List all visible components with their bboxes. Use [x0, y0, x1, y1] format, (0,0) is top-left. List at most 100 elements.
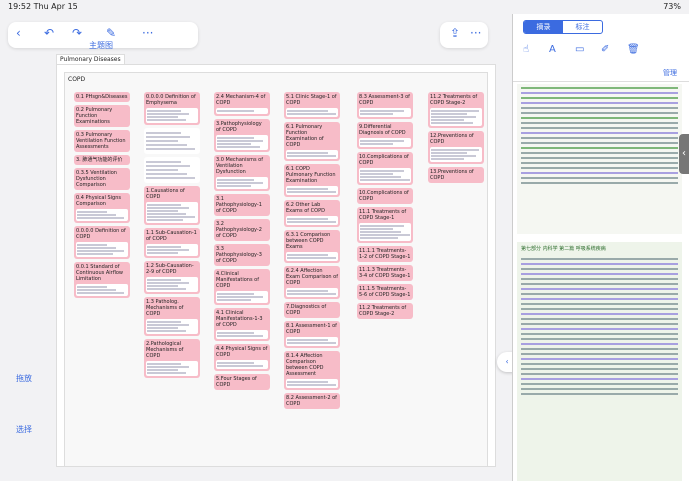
node-text-line [147, 213, 186, 215]
mindmap-node[interactable]: 0.0.0.0 Definition of Emphysema [144, 92, 200, 125]
mindmap-node[interactable]: 0.0.0.0 Definition of COPD [74, 226, 130, 259]
manage-button[interactable]: 管理 [663, 69, 677, 77]
node-title: 11.1.3 Treatments-3-4 of COPD Stage-1 [359, 267, 411, 279]
node-title: 11.1 Treatments of COPD Stage-1 [359, 209, 407, 221]
mindmap-node[interactable]: 0.2 Pulmonary Function Examinations [74, 105, 130, 127]
back-icon[interactable]: ‹ [16, 26, 21, 40]
mindmap-node[interactable] [144, 128, 200, 154]
text-icon[interactable]: A [549, 44, 556, 55]
node-body [146, 244, 198, 256]
mindmap-node[interactable]: 4.1 Clinical Manifestations-1-3 of COPD [214, 308, 270, 341]
mindmap-node[interactable]: 5.1 Clinic Stage-1 of COPD [284, 92, 340, 119]
node-text-line [431, 152, 467, 154]
mindmap-node[interactable]: 6.2 Other Lab Exams of COPD [284, 200, 340, 227]
mindmap-node[interactable]: 11.1 Treatments of COPD Stage-1 [357, 207, 413, 243]
mindmap-node[interactable]: 1.3 Patholog. Mechanisms of COPD [144, 297, 200, 336]
mindmap-node[interactable]: 7.Diagnostics of COPD [284, 302, 340, 318]
mindmap-node[interactable]: 0.0.1 Standard of Continuous Airflow Lim… [74, 262, 130, 298]
mindmap-node[interactable]: 0.1 PHsgn&Diseases [74, 92, 130, 102]
mindmap-node[interactable]: 0.3 Pulmonary Ventilation Function Asses… [74, 130, 130, 152]
node-body [430, 108, 482, 126]
pen-icon[interactable]: ✎ [106, 26, 117, 40]
share-toolbar: ⇪ ··· [440, 22, 488, 48]
mindmap-node[interactable]: 3. 肺通气功能的评价 [74, 155, 130, 165]
node-text-line [287, 384, 336, 386]
root-node[interactable]: COPD [68, 76, 86, 83]
mindmap-node[interactable]: 3.Pathophysiology of COPD [214, 119, 270, 152]
mindmap-node[interactable]: 8.1.4 Affection Comparison between COPD … [284, 351, 340, 390]
mindmap-node[interactable]: 4.Clinical Manifestations of COPD [214, 269, 270, 305]
more-icon-right[interactable]: ··· [470, 26, 482, 40]
mindmap-node[interactable]: 2.4 Mechanism-4 of COPD [214, 92, 270, 116]
mindmap-node[interactable]: 8.2 Assessment-2 of COPD [284, 393, 340, 409]
mindmap-node[interactable]: 3.3 Pathophysiology-3 of COPD [214, 244, 270, 266]
mindmap-node[interactable]: 2.Pathological Mechanisms of COPD [144, 339, 200, 378]
mindmap-node[interactable]: 6.2.4 Affection Exam Comparison of COPD [284, 266, 340, 299]
pdf-page-1[interactable] [517, 84, 682, 234]
node-title: 6.1 COPD Pulmonary Function Examination [286, 166, 336, 184]
more-icon[interactable]: ··· [142, 26, 154, 40]
node-title: 3. 肺通气功能的评价 [76, 157, 123, 163]
mindmap-node[interactable]: 6.1 Pulmonary Function Examination of CO… [284, 122, 340, 161]
mindmap-node[interactable]: 0.3.5 Ventilation Dysfunction Comparison [74, 168, 130, 190]
trash-icon[interactable]: 🗑 [627, 44, 640, 55]
node-body [430, 147, 482, 162]
mindmap-node[interactable]: 3.2 Pathophysiology-2 of COPD [214, 219, 270, 241]
mindmap-node[interactable]: 13.Preventions of COPD [428, 167, 484, 183]
mindmap-column: 5.1 Clinic Stage-1 of COPD 6.1 Pulmonary … [284, 92, 340, 412]
tab-annotation[interactable]: 标注 [575, 23, 590, 31]
collapse-arrow-icon[interactable]: ‹ [679, 134, 689, 174]
select-mode-button[interactable]: 选择 [16, 425, 32, 434]
node-title: 3.Pathophysiology of COPD [216, 121, 262, 133]
mindmap-node[interactable]: 5.Four Stages of COPD [214, 374, 270, 390]
mindmap-node[interactable]: 1.1 Sub-Causation-1 of COPD [144, 228, 200, 258]
node-text-line [431, 155, 476, 157]
node-body [286, 252, 338, 261]
node-text-line [431, 149, 479, 151]
mindmap-node[interactable]: 1.Causations of COPD [144, 186, 200, 225]
mindmap-node[interactable] [144, 157, 200, 183]
topic-map-label[interactable]: 主题图 [89, 41, 113, 50]
mindmap-node[interactable]: 4.4 Physical Signs of COPD [214, 344, 270, 371]
mindmap-node[interactable]: 6.1 COPD Pulmonary Function Examination [284, 164, 340, 197]
mindmap-node[interactable]: 11.1.3 Treatments-3-4 of COPD Stage-1 [357, 265, 413, 281]
node-body [359, 223, 411, 241]
tab-excerpt[interactable]: 摘录 [524, 21, 563, 33]
rect-icon[interactable]: ▭ [575, 44, 585, 55]
mindmap-node[interactable]: 11.1.1 Treatments-1-2 of COPD Stage-1 [357, 246, 413, 262]
mindmap-node[interactable]: 3.1 Pathophysiology-1 of COPD [214, 194, 270, 216]
mindmap-node[interactable]: 6.3.1 Comparison between COPD Exams [284, 230, 340, 263]
node-text-line [360, 173, 393, 175]
node-title: 0.3.5 Ventilation Dysfunction Comparison [76, 170, 117, 188]
share-icon[interactable]: ⇪ [450, 26, 461, 40]
mindmap-node[interactable]: 10.Complications of COPD [357, 152, 413, 185]
mindmap-node[interactable]: 1.2 Sub-Causation-2-9 of COPD [144, 261, 200, 294]
undo-icon[interactable]: ↶ [44, 26, 55, 40]
mindmap-column: 0.0.0.0 Definition of Emphysema 1.Causati… [144, 92, 200, 381]
node-title: 0.0.0.0 Definition of COPD [76, 228, 126, 240]
node-title: 3.0 Mechanisms of Ventilation Dysfunctio… [216, 157, 263, 175]
node-text-line [287, 221, 336, 223]
node-body [286, 150, 338, 159]
mindmap-node[interactable]: 11.2 Treatments of COPD Stage-2 [428, 92, 484, 128]
node-body [286, 216, 338, 225]
redo-icon[interactable]: ↷ [72, 26, 83, 40]
mindmap-node[interactable]: 9.Differential Diagnosis of COPD [357, 122, 413, 149]
mindmap-node[interactable]: 8.3 Assessment-3 of COPD [357, 92, 413, 119]
mindmap-node[interactable]: 8.1 Assessment-1 of COPD [284, 321, 340, 348]
mindmap-node[interactable]: 0.4 Physical Signs Comparison [74, 193, 130, 223]
pdf-page-2[interactable]: 第七部分 内科学 第二篇 呼吸系统疾病 [517, 242, 682, 481]
drag-mode-button[interactable]: 拖放 [16, 374, 32, 383]
node-body [146, 277, 198, 292]
node-body [216, 135, 268, 150]
node-text-line [360, 110, 404, 112]
mindmap-node[interactable]: 12.Preventions of COPD [428, 131, 484, 164]
node-text-line [287, 152, 328, 154]
mindmap-node[interactable]: 3.0 Mechanisms of Ventilation Dysfunctio… [214, 155, 270, 191]
node-text-line [147, 366, 189, 368]
mindmap-node[interactable]: 10.Complications of COPD [357, 188, 413, 204]
hand-icon[interactable]: ☝ [523, 44, 530, 55]
mindmap-node[interactable]: 11.1.5 Treatments-5-6 of COPD Stage-1 [357, 284, 413, 300]
pen-icon[interactable]: ✐ [601, 44, 610, 55]
mindmap-node[interactable]: 11.2 Treatments of COPD Stage-2 [357, 303, 413, 319]
